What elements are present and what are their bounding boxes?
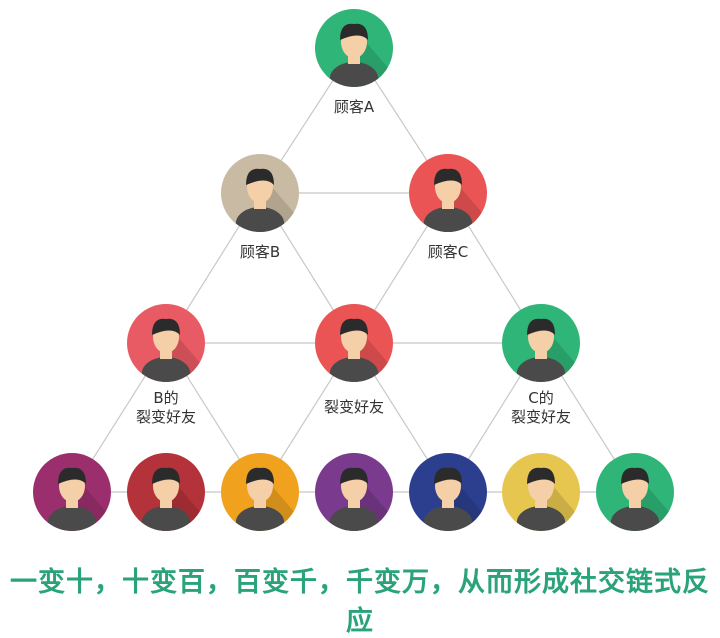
avatar-bottom-1 — [33, 453, 111, 531]
node-label-b-friend: 裂变好友 — [136, 408, 196, 426]
avatar-customer-c — [409, 154, 487, 232]
bottom-caption: 一变十，十变百，百变千，千变万，从而形成社交链式反应 — [10, 567, 710, 637]
avatar-bottom-2 — [127, 453, 205, 531]
node-label-c-friend: C的 — [528, 389, 553, 407]
avatar-customer-b — [221, 154, 299, 232]
node-label-customer-a: 顾客A — [334, 98, 375, 116]
node-label-customer-c: 顾客C — [428, 243, 468, 261]
node-label-b-friend: B的 — [153, 389, 178, 407]
avatar-b-friend — [127, 304, 205, 382]
person-icon — [423, 467, 487, 531]
node-label-c-friend: 裂变好友 — [511, 408, 571, 426]
node-label-center-friend: 裂变好友 — [324, 398, 384, 416]
avatar-bottom-3 — [221, 453, 299, 531]
avatar-center-friend — [315, 304, 393, 382]
avatar-bottom-4 — [315, 453, 393, 531]
node-label-customer-b: 顾客B — [240, 243, 280, 261]
person-icon — [423, 168, 487, 232]
person-icon — [235, 168, 299, 232]
avatar-bottom-5 — [409, 453, 487, 531]
avatar-bottom-6 — [502, 453, 580, 531]
avatar-bottom-7 — [596, 453, 674, 531]
avatar-c-friend — [502, 304, 580, 382]
avatar-customer-a — [315, 9, 393, 87]
